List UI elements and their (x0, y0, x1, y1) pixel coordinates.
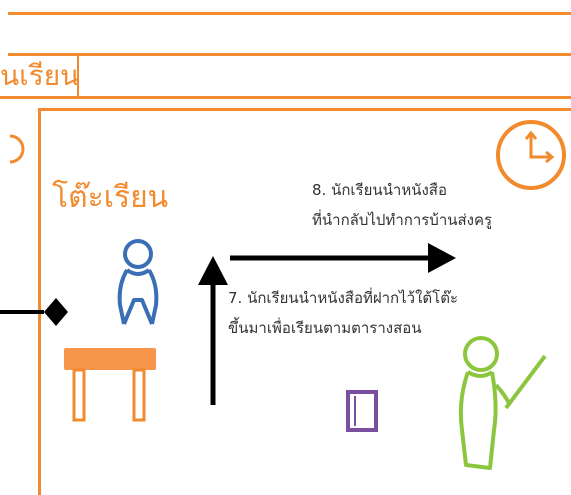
top-rule-1 (8, 12, 571, 15)
step7-arrow (198, 256, 228, 405)
step7-line2: ขึ้นมาเพื่อเรียนตามตารางสอน (228, 319, 422, 337)
step7-line1: 7. นักเรียนนำหนังสือที่ฝากไว้ใต้โต๊ะ (228, 289, 459, 307)
desk-icon (64, 348, 156, 422)
top-rule-2 (8, 53, 571, 56)
title-box-divider (77, 56, 79, 98)
title-underline (0, 96, 571, 99)
teacher-figure-icon (458, 336, 547, 470)
page-title-fragment: นเรียน (0, 59, 80, 92)
desk-label: โต๊ะเรียน (52, 180, 169, 215)
diamond-connector-icon (0, 298, 68, 326)
step8-line1: 8. นักเรียนนำหนังสือ (312, 181, 447, 199)
step8-line2: ที่นำกลับไปทำการบ้านส่งครู (312, 211, 493, 229)
classroom-frame-left (38, 108, 41, 495)
classroom-frame-top (38, 108, 571, 111)
partial-circle-icon (9, 134, 25, 164)
step8-arrow (230, 243, 456, 273)
student-figure-icon (117, 239, 159, 325)
book-icon (346, 390, 378, 432)
clock-icon (496, 120, 566, 190)
